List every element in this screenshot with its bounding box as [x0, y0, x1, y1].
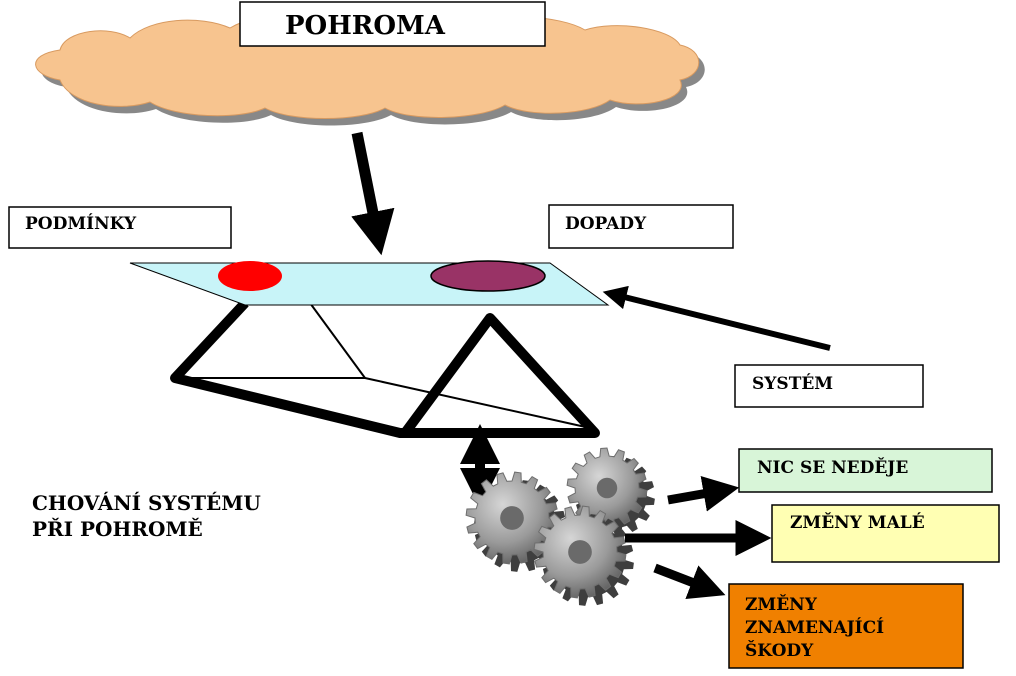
- cloud-label-box: [239, 1, 546, 47]
- impacts-label-box: [548, 204, 734, 249]
- behavior-label-line2: PŘI POHROMĚ: [32, 517, 203, 541]
- outcome-box-2: [771, 504, 1000, 563]
- prism: [170, 299, 600, 438]
- behavior-label-line1: CHOVÁNÍ SYSTÉMU: [32, 491, 261, 515]
- conditions-disc: [218, 261, 282, 291]
- impacts-disc: [430, 260, 546, 292]
- impacts-label: DOPADY: [565, 214, 647, 234]
- outcome-arrow-3: [653, 563, 726, 600]
- outcome-1-label: NIC SE NEDĚJE: [757, 457, 908, 478]
- system-label-box: [734, 364, 924, 408]
- outcome-2-label: ZMĚNY MALÉ: [790, 512, 925, 533]
- gear-bottom-hub: [568, 540, 592, 564]
- outcome-3-line-2: ZNAMENAJÍCÍ: [745, 617, 884, 638]
- gear-left-hub: [500, 506, 524, 530]
- conditions-label: PODMÍNKY: [25, 213, 137, 234]
- outcome-box-1: [738, 448, 993, 493]
- outcome-box-3: [728, 583, 964, 669]
- gear-top-hub: [596, 477, 618, 499]
- system-label: SYSTÉM: [752, 373, 833, 394]
- cloud-label: POHROMA: [285, 11, 446, 41]
- system-arrow: [602, 285, 831, 351]
- conditions-label-box: [8, 206, 232, 249]
- outcome-3-line-1: ZMĚNY: [745, 594, 818, 615]
- outcome-arrow-1: [667, 476, 740, 512]
- disaster-arrow: [351, 131, 395, 256]
- outcome-3-line-3: ŠKODY: [745, 640, 814, 661]
- gears: [465, 447, 655, 606]
